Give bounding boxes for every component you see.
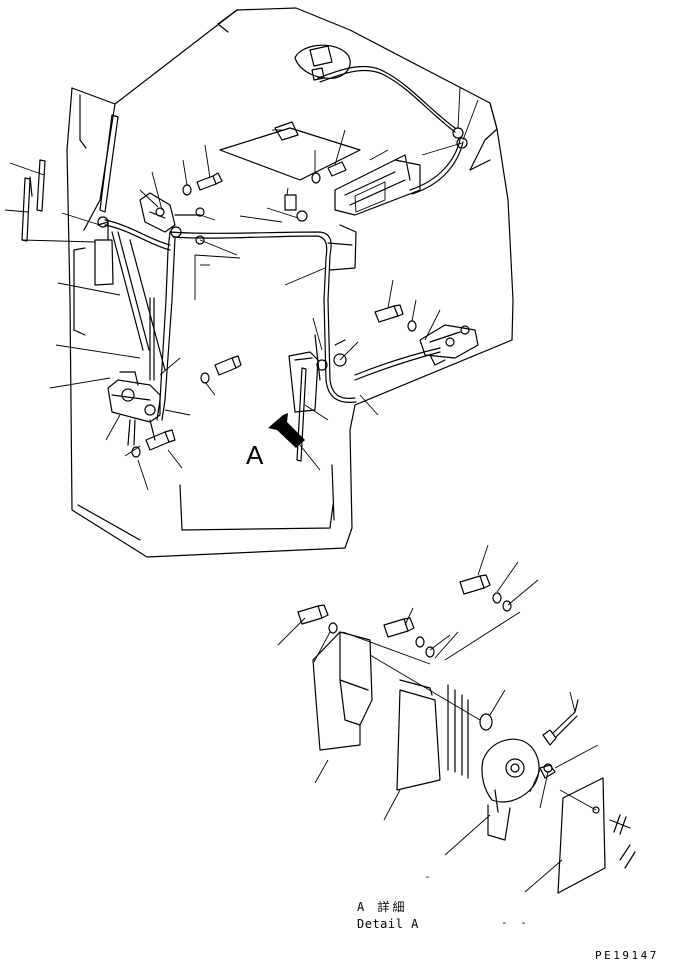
leader-lines-main	[4, 87, 479, 491]
left-wiper-assembly	[21, 114, 205, 446]
fasteners-main	[131, 161, 417, 458]
detail-title-english: Detail A	[357, 917, 419, 931]
detail-a-view	[277, 544, 636, 894]
view-direction-arrow-icon	[268, 413, 305, 448]
right-wiper-assembly	[288, 324, 479, 462]
dash-mark-pair: - -	[501, 916, 530, 929]
dash-mark: -	[424, 870, 431, 883]
roof-components	[219, 44, 468, 216]
view-a-label: A	[246, 440, 264, 470]
detail-title-japanese: A 詳細	[357, 900, 408, 914]
wire-harness	[104, 65, 464, 421]
drawing-part-code: PE19147	[595, 949, 659, 962]
cab-outline	[66, 7, 514, 558]
